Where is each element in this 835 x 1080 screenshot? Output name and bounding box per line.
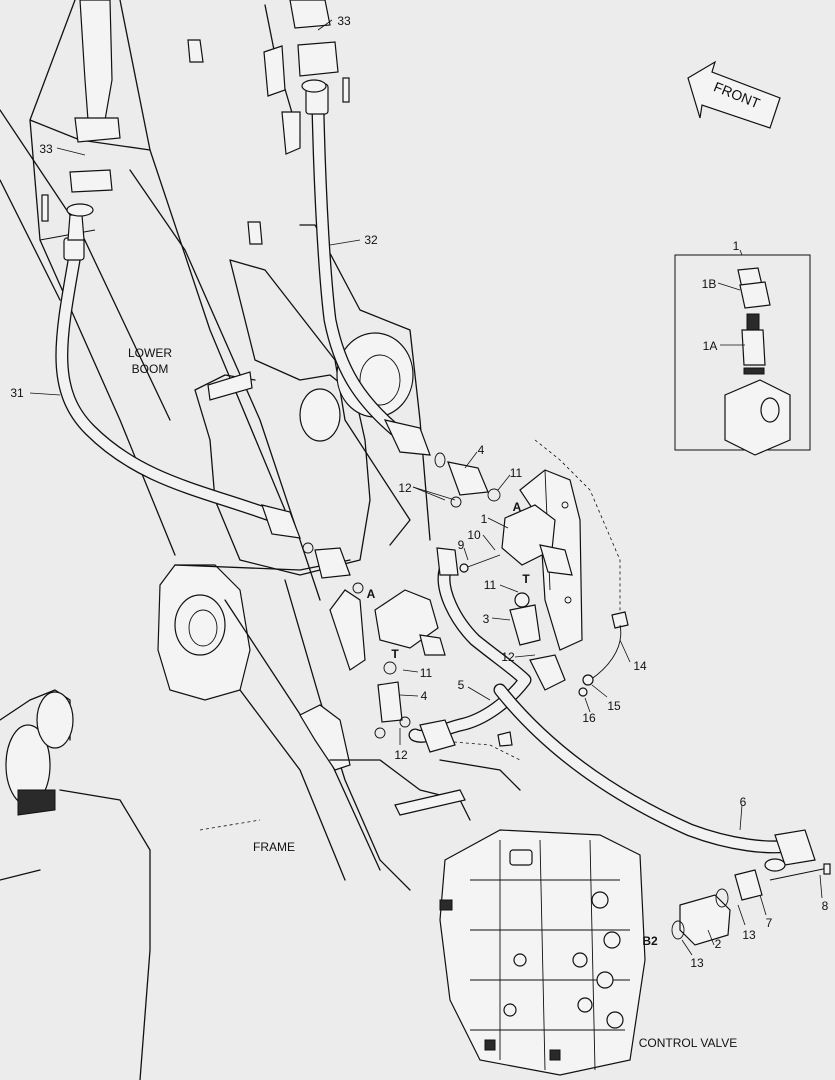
pipe-top-left bbox=[41, 0, 350, 222]
lower-boom-structure bbox=[0, 0, 431, 601]
lower-boom-label-line2: BOOM bbox=[132, 362, 169, 376]
callout-4-top: 4 bbox=[478, 443, 485, 457]
callout-13-right: 13 bbox=[742, 928, 756, 942]
callout-1-inset: 1 bbox=[733, 239, 740, 253]
callout-1b: 1B bbox=[702, 277, 717, 291]
port-a-top: A bbox=[513, 500, 522, 514]
control-valve-assembly bbox=[439, 829, 646, 1076]
callout-15: 15 bbox=[607, 699, 621, 713]
callout-12-bottom: 12 bbox=[394, 748, 408, 762]
callout-6: 6 bbox=[740, 795, 747, 809]
callout-11-mid: 11 bbox=[484, 578, 497, 592]
callout-16: 16 bbox=[582, 711, 596, 725]
port-t-bottom: T bbox=[391, 647, 399, 661]
callout-13-bottom: 13 bbox=[690, 956, 704, 970]
callout-4-bottom: 4 bbox=[421, 689, 428, 703]
callout-33-left: 33 bbox=[39, 142, 53, 156]
callout-8: 8 bbox=[822, 899, 829, 913]
frame-structure bbox=[0, 439, 621, 1080]
hose-32 bbox=[301, 79, 431, 456]
callout-numbers: 33 33 32 31 1 1B 1A 4 11 12 1 10 9 11 3 … bbox=[10, 14, 828, 970]
control-valve-label: CONTROL VALVE bbox=[639, 1036, 737, 1050]
callout-14: 14 bbox=[633, 659, 647, 673]
lower-boom-label-line1: LOWER bbox=[128, 346, 172, 360]
callout-12-top: 12 bbox=[398, 481, 412, 495]
callout-10: 10 bbox=[467, 528, 481, 542]
port-b2: B2 bbox=[642, 934, 658, 948]
inset-solenoid-detail bbox=[674, 254, 811, 456]
callout-1a: 1A bbox=[703, 339, 718, 353]
callout-2: 2 bbox=[715, 937, 722, 951]
callout-7: 7 bbox=[766, 916, 773, 930]
front-direction-arrow bbox=[687, 60, 781, 129]
callout-12-mid: 12 bbox=[501, 650, 515, 664]
callout-9: 9 bbox=[458, 538, 465, 552]
port-t-top: T bbox=[522, 572, 530, 586]
callout-3: 3 bbox=[483, 612, 490, 626]
callout-31: 31 bbox=[10, 386, 24, 400]
callout-33-top: 33 bbox=[337, 14, 351, 28]
callout-1: 1 bbox=[481, 512, 488, 526]
port-a-mid: A bbox=[367, 587, 376, 601]
frame-label: FRAME bbox=[253, 840, 295, 854]
hose-6 bbox=[493, 683, 816, 872]
fittings bbox=[302, 452, 831, 946]
callout-5: 5 bbox=[458, 678, 465, 692]
callout-11-bottom: 11 bbox=[420, 666, 433, 680]
hose-5 bbox=[408, 547, 566, 753]
callout-32: 32 bbox=[364, 233, 378, 247]
callout-11-top: 11 bbox=[510, 466, 523, 480]
leader-lines bbox=[29, 19, 823, 956]
port-letters: A A T T B2 bbox=[367, 500, 658, 948]
hose-31 bbox=[55, 203, 301, 539]
